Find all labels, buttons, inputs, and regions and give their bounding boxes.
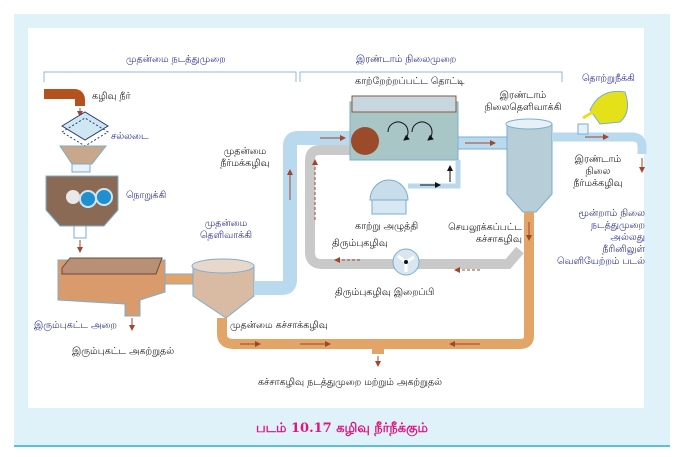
label-line: இரண்டாம்: [499, 90, 547, 101]
label-line: அல்லது: [610, 232, 645, 243]
disinfectant-bottle: [577, 90, 629, 135]
primary-sludge-label: முதன்மை கச்சாக்கழிவு: [230, 320, 328, 331]
screen-mesh: [61, 111, 109, 147]
air-compressor-label: காற்று அழுத்தி: [355, 221, 419, 232]
primary-effluent-pipe: [254, 131, 352, 295]
label-line: இரண்டாம்: [574, 154, 622, 165]
sludge-processing-label: கச்சாகழிவு நடத்துமுறை மற்றும் அகற்றுதல்: [258, 377, 443, 388]
grinder-label: நொறுக்கி: [126, 190, 167, 201]
label-line: நடத்துமுறை: [590, 220, 645, 231]
primary-bracket: [43, 71, 297, 82]
label-line: தெளிவாக்கி: [200, 230, 252, 241]
tertiary-label: மூன்றாம் நிலைநடத்துமுறைஅல்லதுநீரினிலுள்வ…: [545, 208, 645, 268]
sewage-pipe: [44, 89, 85, 106]
figure-caption: படம் 10.17 கழிவு நீர்நீக்கும்: [14, 412, 670, 447]
secondary-bracket: [299, 71, 563, 82]
label-line: நீர்மக்கழிவு: [220, 158, 270, 169]
secondary-clarifier: [506, 123, 553, 213]
primary-effluent-label: முதன்மைநீர்மக்கழிவு: [210, 146, 280, 170]
air-compressor: [369, 179, 409, 215]
label-line: நிலைதெளிவாக்கி: [484, 102, 562, 113]
secondary-clarifier-label: இரண்டாம்நிலைதெளிவாக்கி: [478, 90, 568, 114]
secondary-effluent-label: இரண்டாம்நிலைநீர்மக்கழிவு: [565, 154, 631, 190]
grit-chamber-label: இரும்புகட்ட அறை: [34, 320, 117, 331]
label-line: முதன்மை: [223, 146, 267, 157]
sewage-label: கழிவு நீர்: [92, 91, 131, 102]
label-line: நிலை: [585, 166, 611, 177]
label-line: முதன்மை: [204, 218, 248, 229]
aeration-tank-label: காற்றேற்றப்பட்ட தொட்டி: [355, 76, 465, 87]
header-primary: முதன்மை நடத்துமுறை: [126, 54, 226, 65]
primary-clarifier: [192, 265, 255, 319]
grit-removal-label: இரும்புகட்ட அகற்றுதல்: [72, 346, 175, 357]
label-line: நீர்மக்கழிவு: [573, 178, 623, 189]
secondary-effluent-pipe: [552, 132, 647, 154]
label-line: வெளியேற்றம் படல்: [557, 256, 645, 267]
return-sludge-pump: [392, 248, 420, 276]
primary-clarifier-label: முதன்மைதெளிவாக்கி: [196, 218, 256, 242]
disinfectant-label: தொற்றுநீக்கி: [582, 73, 635, 84]
header-secondary: இரண்டாம் நிலைமுறை: [356, 54, 457, 65]
return-sludge-pipe: [305, 145, 524, 269]
screen-label: சல்லடை: [111, 131, 149, 142]
return-sludge-label: திரும்புகழிவு: [332, 238, 388, 249]
label-line: நீரினிலுள்: [602, 244, 645, 255]
label-line: மூன்றாம் நிலை: [578, 208, 645, 219]
label-line: கச்சாகழிவு: [475, 234, 522, 245]
label-line: செயலூக்கப்பட்ட: [448, 222, 522, 233]
return-pump-label: திரும்புகழிவு இறைப்பி: [335, 287, 435, 298]
funnel: [59, 145, 108, 165]
